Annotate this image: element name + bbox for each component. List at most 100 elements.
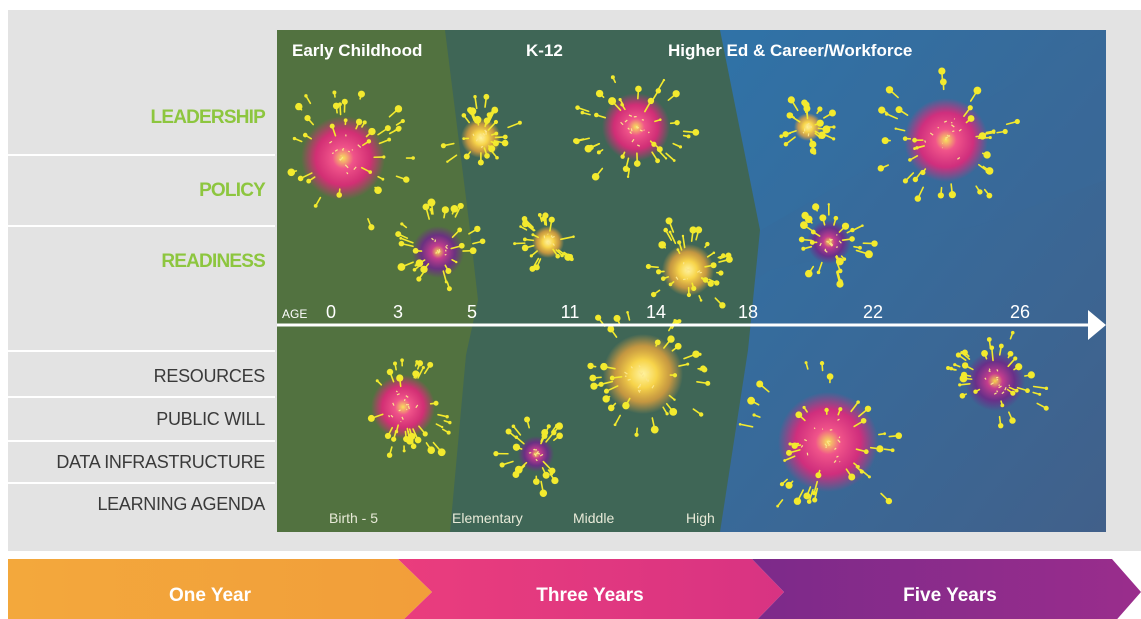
particle-dot bbox=[871, 240, 878, 247]
particle-dot bbox=[700, 365, 707, 372]
particle-dot bbox=[912, 137, 918, 143]
particle-dot bbox=[483, 117, 491, 124]
particle-dot bbox=[513, 242, 517, 246]
particle-dot bbox=[400, 358, 404, 363]
particle-dot bbox=[441, 206, 449, 214]
particle-dot bbox=[382, 155, 386, 159]
age-tick: 22 bbox=[862, 302, 884, 322]
particle-dot bbox=[397, 263, 406, 271]
particle-dot bbox=[292, 136, 297, 141]
particle-dot bbox=[445, 415, 449, 419]
particle-squiggle bbox=[438, 249, 441, 253]
particle-squiggle bbox=[806, 124, 810, 127]
particle-dot bbox=[804, 361, 808, 365]
particle-dot bbox=[427, 446, 436, 455]
particle-cluster bbox=[946, 330, 1049, 429]
particle-dot bbox=[531, 233, 535, 237]
particle-squiggle bbox=[826, 440, 830, 445]
particle-cluster bbox=[573, 75, 700, 181]
particle-squiggle bbox=[401, 416, 404, 420]
particle-squiggle bbox=[547, 241, 550, 245]
particle-stroke bbox=[885, 113, 898, 120]
particle-dot bbox=[555, 253, 560, 259]
particle-dot bbox=[817, 106, 823, 112]
particle-stroke bbox=[446, 154, 458, 163]
particle-dot bbox=[705, 241, 710, 247]
particle-dot bbox=[493, 451, 499, 457]
particle-squiggle bbox=[636, 125, 639, 129]
particle-dot bbox=[707, 280, 714, 287]
particle-dot bbox=[595, 89, 604, 98]
cluster-core bbox=[904, 98, 988, 182]
particle-dot bbox=[837, 268, 843, 274]
cluster-core bbox=[603, 334, 683, 414]
particle-dot bbox=[474, 225, 481, 233]
particle-stroke bbox=[474, 95, 478, 110]
particle-dot bbox=[491, 106, 499, 114]
particle-dot bbox=[367, 414, 375, 422]
particle-dot bbox=[826, 373, 834, 380]
particle-stroke bbox=[442, 270, 448, 283]
particle-dot bbox=[433, 400, 439, 406]
header-early-childhood: Early Childhood bbox=[292, 41, 423, 60]
particle-dot bbox=[387, 137, 392, 142]
particle-dot bbox=[816, 270, 821, 275]
particle-squiggle bbox=[334, 149, 338, 152]
particle-stroke bbox=[614, 414, 622, 426]
particle-dot bbox=[444, 280, 448, 284]
particle-squiggle bbox=[339, 157, 343, 161]
particle-dot bbox=[1027, 371, 1035, 379]
particle-dot bbox=[718, 270, 724, 276]
age-tick: 11 bbox=[560, 302, 580, 322]
particle-dot bbox=[876, 445, 884, 453]
particle-squiggle bbox=[431, 237, 434, 241]
particle-dot bbox=[647, 97, 655, 105]
particle-dot bbox=[946, 366, 951, 371]
timeline-one-year-shape bbox=[8, 559, 432, 619]
particle-dot bbox=[395, 231, 402, 238]
particle-dot bbox=[785, 481, 793, 489]
particle-dot bbox=[673, 398, 676, 401]
particle-dot bbox=[686, 362, 690, 366]
particle-squiggle bbox=[631, 138, 635, 143]
particle-squiggle bbox=[446, 244, 448, 247]
particle-dot bbox=[626, 311, 629, 314]
particle-dot bbox=[524, 416, 531, 423]
particle-dot bbox=[756, 380, 764, 388]
particle-dot bbox=[494, 131, 499, 136]
particle-squiggle bbox=[838, 436, 841, 439]
particle-dot bbox=[410, 443, 417, 450]
particle-squiggle bbox=[1004, 387, 1007, 391]
particle-dot bbox=[393, 361, 398, 366]
particle-squiggle bbox=[647, 131, 650, 134]
particle-dot bbox=[776, 504, 780, 508]
particle-squiggle bbox=[637, 370, 642, 375]
particle-dot bbox=[473, 115, 482, 124]
particle-squiggle bbox=[472, 133, 475, 137]
particle-dot bbox=[398, 240, 405, 247]
particle-squiggle bbox=[445, 246, 448, 250]
particle-dot bbox=[838, 407, 843, 412]
particle-dot bbox=[512, 443, 521, 451]
particle-dot bbox=[542, 212, 549, 219]
particle-stroke bbox=[739, 423, 754, 428]
particle-dot bbox=[519, 225, 522, 228]
particle-squiggle bbox=[630, 128, 633, 132]
particle-squiggle bbox=[628, 114, 633, 117]
particle-dot bbox=[620, 154, 625, 159]
particle-dot bbox=[336, 192, 343, 198]
particle-squiggle bbox=[637, 385, 641, 389]
particle-squiggle bbox=[479, 133, 482, 136]
particle-dot bbox=[804, 269, 813, 278]
particle-dot bbox=[960, 351, 964, 355]
particle-dot bbox=[332, 102, 340, 110]
particle-squiggle bbox=[536, 452, 541, 455]
particle-dot bbox=[598, 381, 604, 387]
row-separator bbox=[8, 396, 275, 398]
particle-stroke bbox=[850, 224, 864, 232]
particle-dot bbox=[856, 400, 860, 404]
particle-dot bbox=[655, 88, 662, 94]
particle-dot bbox=[1014, 388, 1019, 393]
particle-squiggle bbox=[415, 404, 419, 409]
particle-dot bbox=[357, 90, 365, 98]
